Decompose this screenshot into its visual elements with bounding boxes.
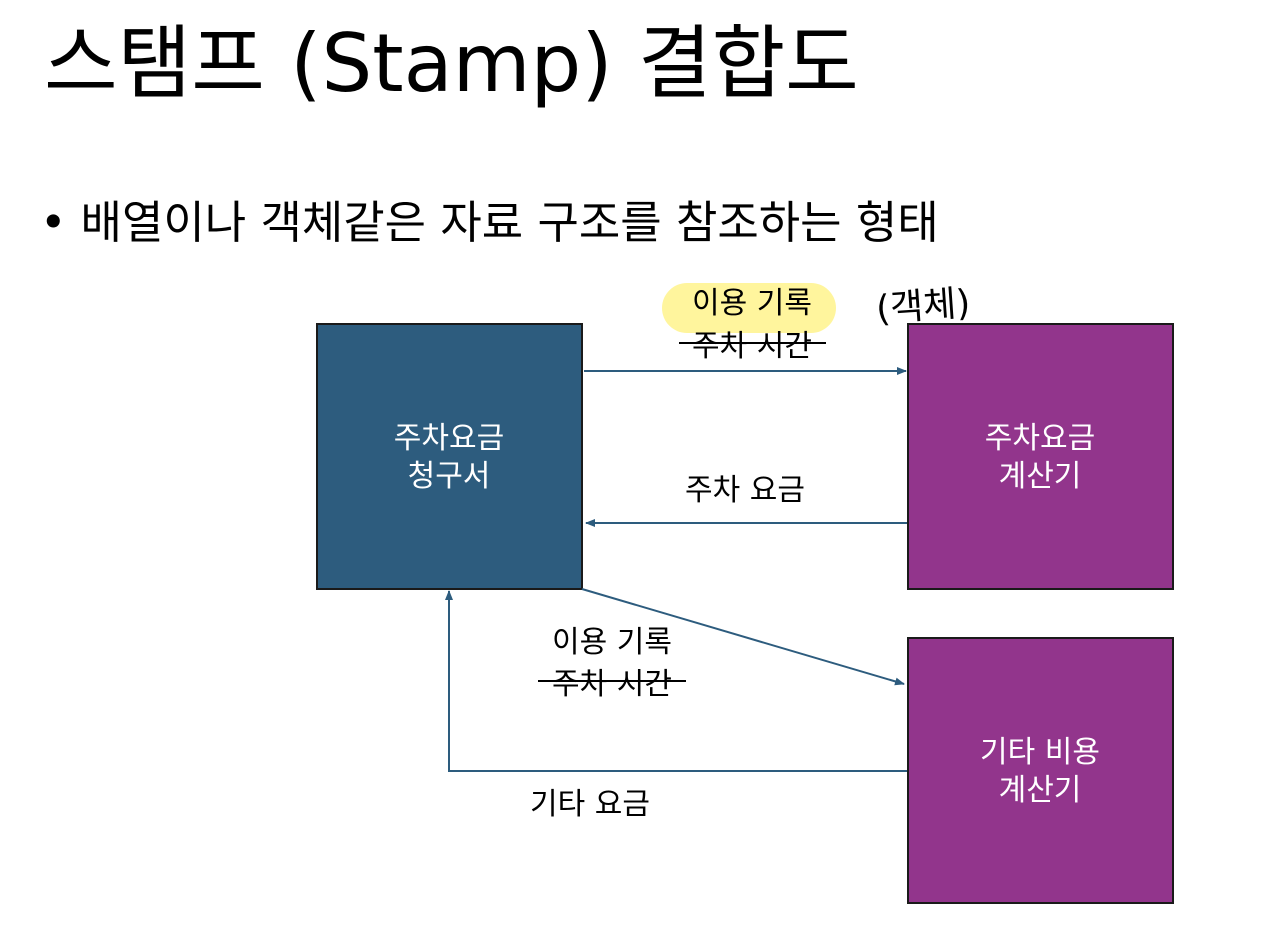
handwritten-annotation: (객체) [875, 283, 972, 330]
parking-calculator-box [907, 323, 1174, 590]
edge-label-other-fee: 기타 요금 [530, 787, 650, 822]
other-calculator-line1: 기타 비용 [980, 735, 1100, 770]
bullet-text: 배열이나 객체같은 자료 구조를 참조하는 형태 [80, 196, 939, 249]
bullet-item: •배열이나 객체같은 자료 구조를 참조하는 형태 [40, 196, 939, 250]
slide-title: 스탬프 (Stamp) 결합도 [44, 17, 859, 110]
parking-calculator-line1: 주차요금 [985, 421, 1095, 456]
invoice-box-line1: 주차요금 [394, 421, 504, 456]
edge-label-parking-time-top: 주차 시간 [692, 329, 812, 364]
parking-calculator-line2: 계산기 [999, 459, 1082, 494]
label-highlight [662, 283, 836, 333]
other-calculator-box [907, 637, 1174, 904]
edge-label-usage-record-bottom: 이용 기록 [552, 625, 672, 660]
edge-label-usage-record-top: 이용 기록 [692, 286, 812, 321]
other-calculator-line2: 계산기 [999, 773, 1082, 808]
arrow-invoice-to-other-calc [581, 588, 905, 686]
edge-label-parking-time-bottom: 주차 시간 [552, 667, 672, 702]
bullet-dot: • [40, 196, 67, 249]
edge-label-parking-fee: 주차 요금 [685, 473, 805, 508]
invoice-box-line2: 청구서 [408, 459, 491, 494]
arrow-other-calc-to-invoice [445, 590, 907, 772]
invoice-box [316, 323, 583, 590]
